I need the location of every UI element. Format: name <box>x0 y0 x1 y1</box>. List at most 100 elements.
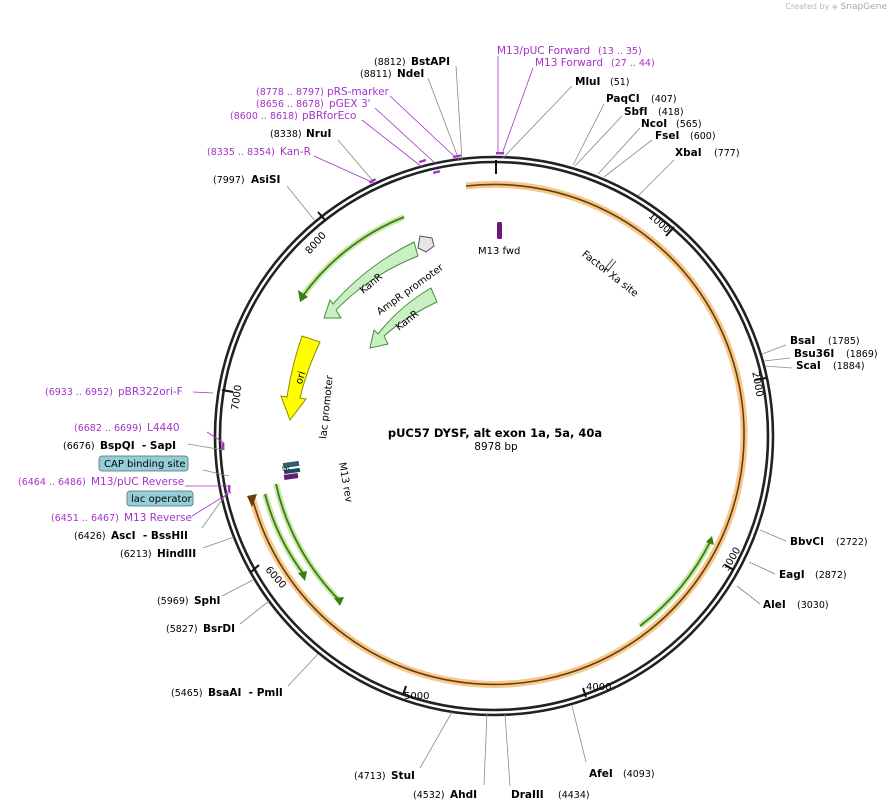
primer-marks <box>222 152 504 492</box>
cap-binding-site-label[interactable]: CAP binding site <box>98 455 189 472</box>
scale-ticks <box>221 211 767 698</box>
site-name-sphi[interactable]: SphI <box>194 595 220 607</box>
site-name-bsai[interactable]: BsaI <box>790 335 815 347</box>
primer-name-m13-puc-reverse[interactable]: M13/pUC Reverse <box>91 476 184 488</box>
snapgene-logo-icon: ◈ <box>831 2 839 11</box>
tick-label-2000: 2000 <box>749 371 764 398</box>
site-num-sphi: (5969) <box>157 596 189 607</box>
green-feature-lower-left-2-line <box>264 493 306 577</box>
site-name-hindiii[interactable]: HindIII <box>157 548 196 560</box>
site-num-eagi: (2872) <box>815 570 847 581</box>
primer-name-m13-reverse[interactable]: M13 Reverse <box>124 512 192 524</box>
primer-num-pbrforeco: (8600 .. 8618) <box>230 111 298 122</box>
site-name-afei[interactable]: AfeI <box>589 768 613 780</box>
site-name-bsrdi[interactable]: BsrDI <box>203 623 235 635</box>
site-num-bstapi: (8812) <box>374 57 406 68</box>
kanr-arrow-outer[interactable] <box>323 241 419 319</box>
lac-small-feature-1[interactable] <box>282 460 300 469</box>
site-num-draiii: (4434) <box>558 790 590 801</box>
site-num-ncoi: (565) <box>676 119 702 130</box>
site-num-asisi: (7997) <box>213 175 245 186</box>
plasmid-size: 8978 bp <box>474 441 518 453</box>
insert-feature-arrowhead <box>247 494 257 507</box>
backbone-outer-ring <box>213 155 775 717</box>
primer-name-m13-forward[interactable]: M13 Forward <box>535 57 603 69</box>
lac-small-feature-2[interactable] <box>283 467 301 475</box>
site-name-bbvci[interactable]: BbvCI <box>790 536 824 548</box>
lac-operator-text: lac operator <box>131 494 192 505</box>
m13-rev-feature[interactable] <box>283 473 299 480</box>
site-name-asci[interactable]: AscI - BssHII <box>111 530 188 542</box>
site-name-mlui[interactable]: MluI <box>575 76 600 88</box>
created-by-credit: Created by ◈ SnapGene <box>785 2 887 12</box>
site-name-asisi[interactable]: AsiSI <box>251 174 280 186</box>
site-name-bsu36i[interactable]: Bsu36I <box>794 348 834 360</box>
site-num-bsu36i: (1869) <box>846 349 878 360</box>
site-name-nrui[interactable]: NruI <box>306 128 331 140</box>
primer-name-pbrforeco[interactable]: pBRforEco <box>302 110 356 122</box>
site-name-paqci[interactable]: PaqCI <box>606 93 640 105</box>
feature-label-lac-promoter: lac promoter <box>318 374 336 440</box>
site-name-bspqi[interactable]: BspQI - SapI <box>100 440 176 452</box>
site-num-ndei: (8811) <box>360 69 392 80</box>
credit-prefix: Created by <box>785 2 830 11</box>
site-num-alei: (3030) <box>797 600 829 611</box>
primer-num-kan-r: (8335 .. 8354) <box>207 147 275 158</box>
primer-num-pgex-3: (8656 .. 8678) <box>256 99 324 110</box>
site-name-eagi[interactable]: EagI <box>779 569 805 581</box>
feature-label-lac-small: lac <box>282 465 292 473</box>
primer-num-m13-puc-reverse: (6464 .. 6486) <box>18 477 86 488</box>
ampr-promoter-arrow[interactable] <box>417 235 435 253</box>
insert-feature-line <box>251 183 745 686</box>
primer-name-kan-r[interactable]: Kan-R <box>280 146 311 158</box>
primer-num-m13-forward: (27 .. 44) <box>611 58 655 69</box>
site-num-ahdi: (4532) <box>413 790 445 801</box>
site-name-xbai[interactable]: XbaI <box>675 147 702 159</box>
site-name-ahdi[interactable]: AhdI <box>450 789 477 801</box>
green-feature-lower-right[interactable] <box>638 538 714 629</box>
site-name-bstapi[interactable]: BstAPI <box>411 56 450 68</box>
plasmid-name: pUC57 DYSF, alt exon 1a, 5a, 40a <box>388 426 602 440</box>
feature-label-ori: ori <box>294 370 308 386</box>
primer-num-pbr322ori-f: (6933 .. 6952) <box>45 387 113 398</box>
site-name-bsaai[interactable]: BsaAI - PmlI <box>208 687 283 699</box>
green-feature-lower-left-1-line <box>275 483 342 603</box>
site-name-scai[interactable]: ScaI <box>796 360 821 372</box>
primer-name-m13-puc-forward[interactable]: M13/pUC Forward <box>497 45 590 57</box>
site-num-fsei: (600) <box>690 131 716 142</box>
site-name-ncoi[interactable]: NcoI <box>641 118 667 130</box>
site-num-bsrdi: (5827) <box>166 624 198 635</box>
factor-xa-site-mark-1 <box>603 258 614 271</box>
primer-num-m13-reverse: (6451 .. 6467) <box>51 513 119 524</box>
m13-fwd-feature[interactable] <box>497 222 502 239</box>
site-num-bsaai: (5465) <box>171 688 203 699</box>
green-arrowhead-upper-left <box>298 290 308 302</box>
site-num-sbfi: (418) <box>658 107 684 118</box>
ori-arrow[interactable] <box>280 335 321 422</box>
site-num-stui: (4713) <box>354 771 386 782</box>
tick-label-7000: 7000 <box>230 384 244 411</box>
site-name-sbfi[interactable]: SbfI <box>624 106 648 118</box>
primer-name-pbr322ori-f[interactable]: pBR322ori-F <box>118 386 183 398</box>
tick-label-5000: 5000 <box>404 691 429 702</box>
site-name-stui[interactable]: StuI <box>391 770 415 782</box>
feature-label-m13-rev: M13 rev <box>336 462 354 504</box>
site-name-ndei[interactable]: NdeI <box>397 68 424 80</box>
site-name-alei[interactable]: AleI <box>763 599 786 611</box>
site-name-fsei[interactable]: FseI <box>655 130 679 142</box>
site-num-asci: (6426) <box>74 531 106 542</box>
primer-labels: M13/pUC Forward (13 .. 35) M13 Forward (… <box>18 45 655 524</box>
tick-label-4000: 4000 <box>586 682 611 693</box>
primer-name-l4440[interactable]: L4440 <box>147 422 180 434</box>
site-num-nrui: (8338) <box>270 129 302 140</box>
primer-name-pgex-3[interactable]: pGEX 3' <box>329 98 371 110</box>
primer-leader-lines <box>185 56 534 517</box>
factor-xa-site-mark-2 <box>606 260 617 273</box>
kanr-arrow-inner[interactable] <box>369 287 438 349</box>
site-num-bsai: (1785) <box>828 336 860 347</box>
lac-operator-label[interactable]: lac operator <box>126 490 194 507</box>
primer-name-prs-marker[interactable]: pRS-marker <box>327 86 390 98</box>
site-name-draiii[interactable]: DraIII <box>511 789 544 801</box>
site-num-mlui: (51) <box>610 77 630 88</box>
